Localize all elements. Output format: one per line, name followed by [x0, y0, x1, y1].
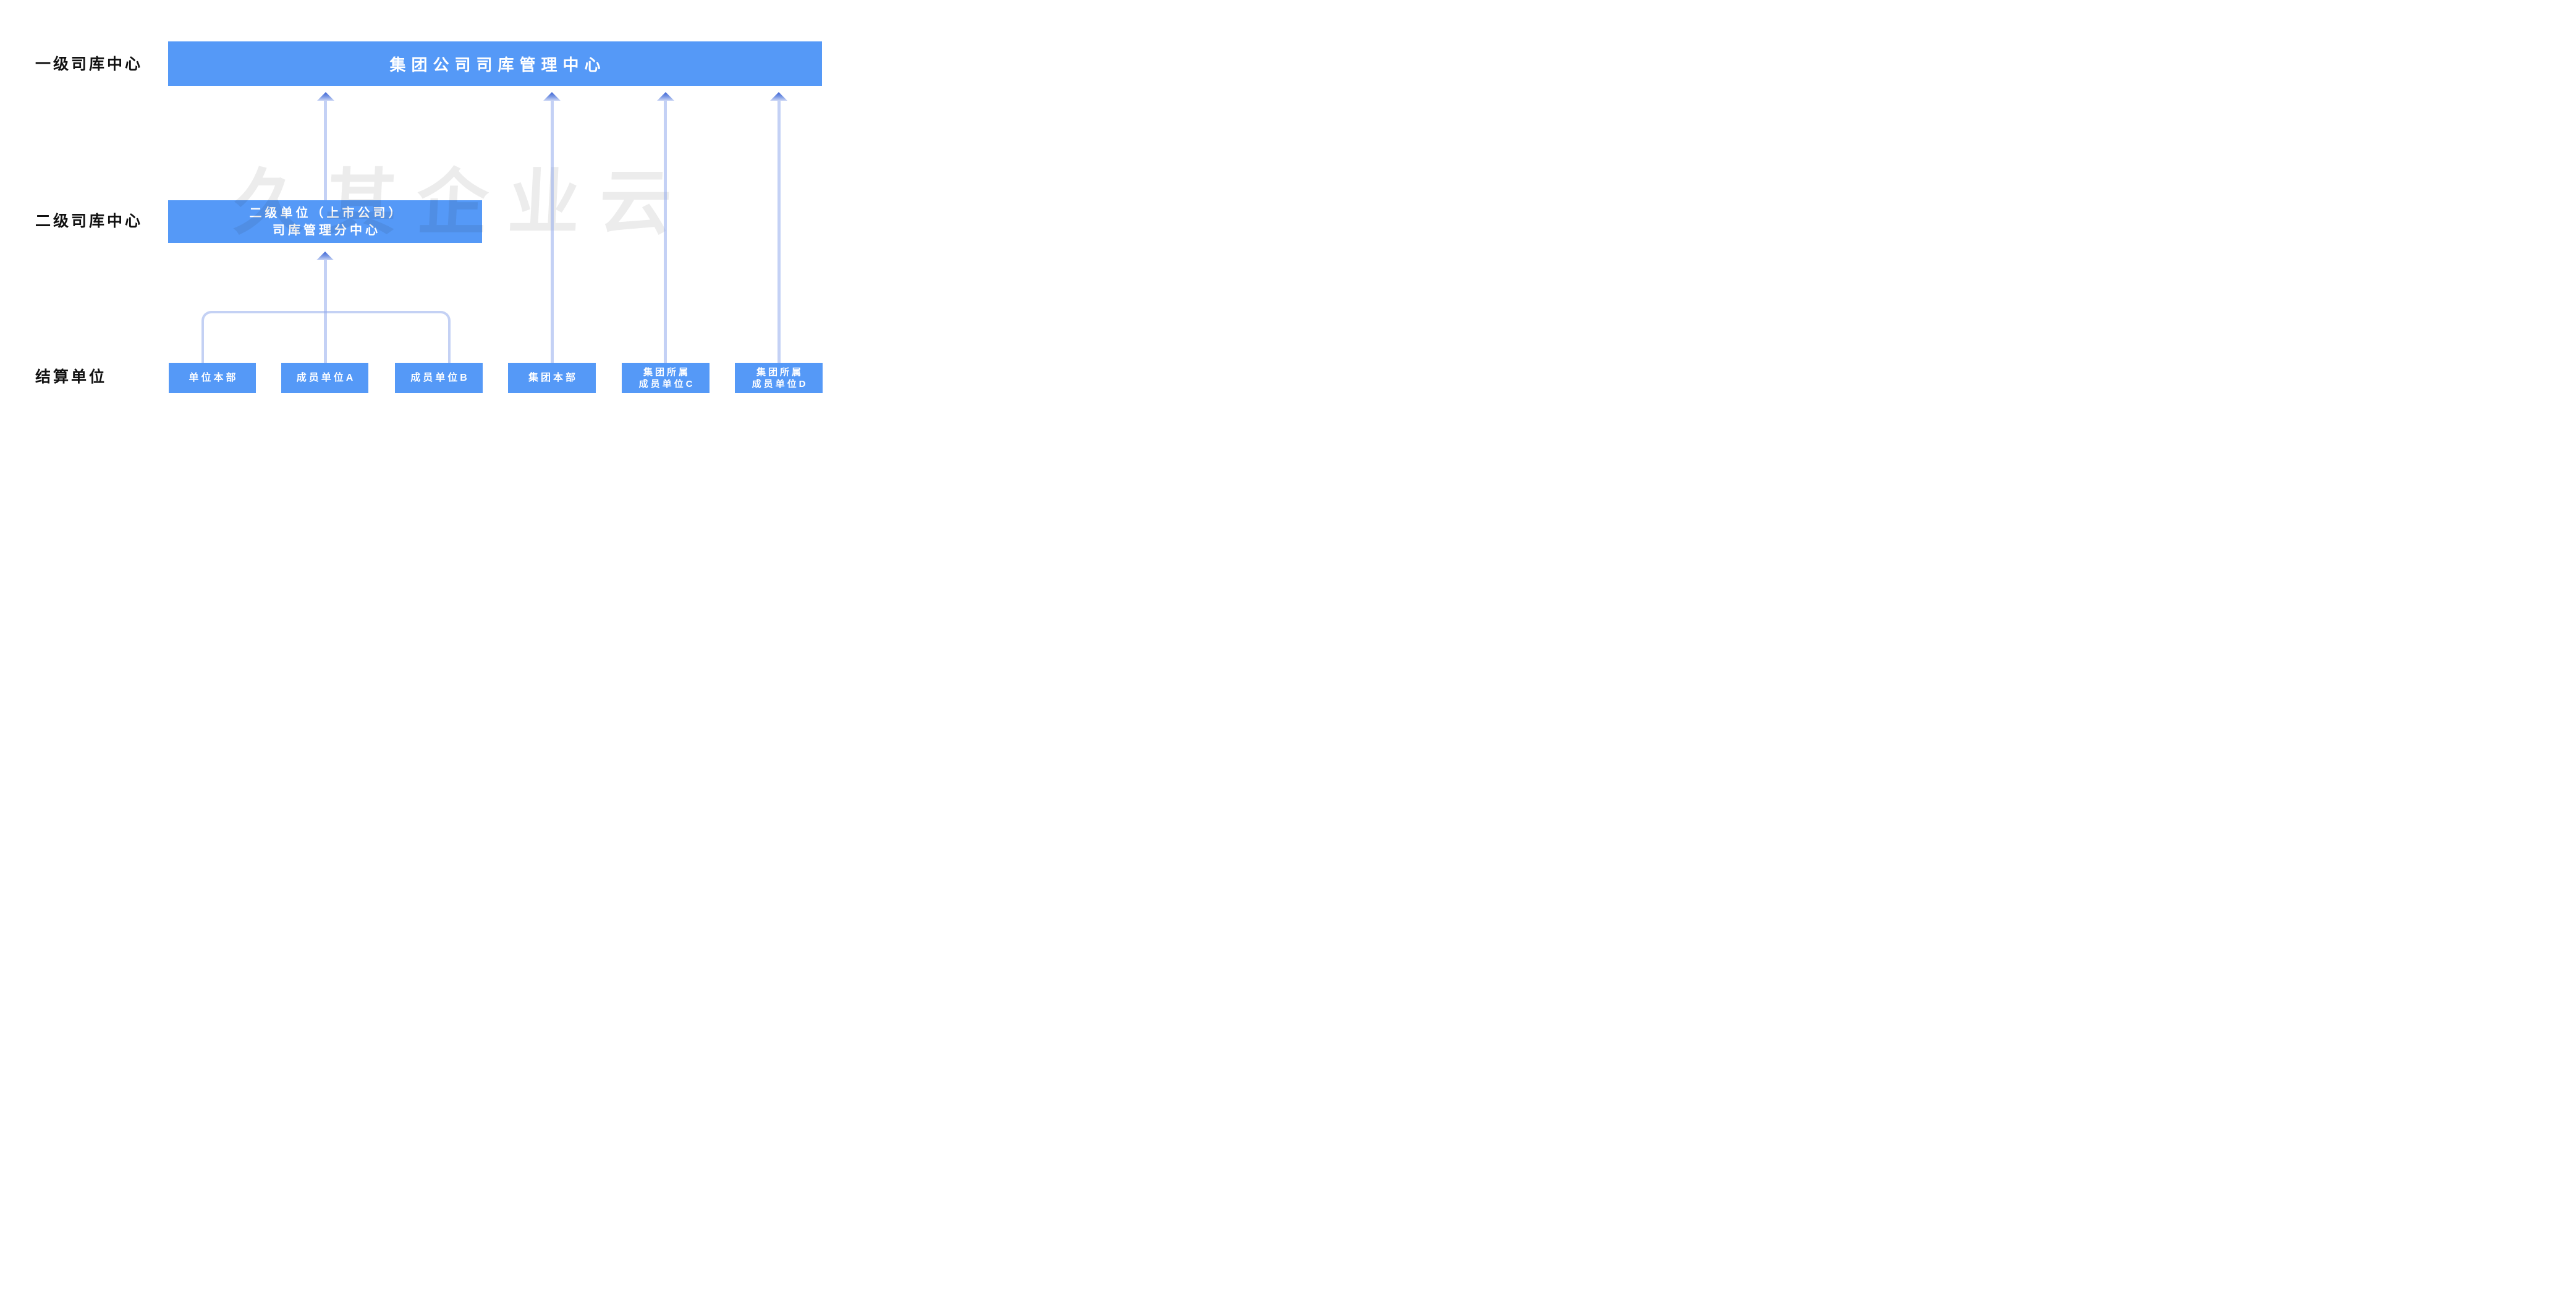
- tier-label-settlement-units: 结算单位: [35, 368, 108, 386]
- tier-label-level1-treasury-center: 一级司库中心: [35, 56, 143, 73]
- node-member-unit-b: 成员单位B: [395, 363, 483, 393]
- arrowhead-up-icon: [543, 92, 561, 101]
- node-unit-headquarters-label: 单位本部: [189, 373, 239, 383]
- arrow-shaft-member-unit-d-to-group-center: [777, 101, 781, 363]
- node-group-member-unit-c-line2: 成员单位C: [638, 378, 695, 389]
- node-group-member-unit-c: 集团所属 成员单位C: [622, 363, 710, 393]
- arrowhead-up-icon: [316, 252, 334, 260]
- node-group-member-unit-d-line1: 集团所属: [756, 366, 803, 378]
- node-group-headquarters-label: 集团本部: [528, 373, 578, 383]
- node-member-unit-a: 成员单位A: [281, 363, 368, 393]
- node-group-member-unit-d-line2: 成员单位D: [752, 378, 808, 389]
- node-group-headquarters: 集团本部: [508, 363, 596, 393]
- node-member-unit-a-label: 成员单位A: [296, 373, 356, 383]
- watermark-text: 久其企业云: [231, 164, 693, 244]
- arrowhead-up-icon: [770, 92, 787, 101]
- node-secondary-treasury-sub-center-line2: 司库管理分中心: [273, 223, 381, 237]
- arrowhead-up-icon: [657, 92, 674, 101]
- node-secondary-treasury-sub-center: 二级单位（上市公司） 司库管理分中心: [168, 200, 482, 243]
- arrow-shaft-group-hq-to-group-center: [551, 101, 554, 363]
- node-unit-headquarters: 单位本部: [169, 363, 256, 393]
- node-member-unit-b-label: 成员单位B: [410, 373, 470, 383]
- treasury-hierarchy-diagram: 一级司库中心 二级司库中心 结算单位 久其企业云 集团公司司库管理中心 二级单位…: [0, 0, 859, 436]
- node-group-treasury-management-center: 集团公司司库管理中心: [168, 41, 822, 86]
- node-group-treasury-management-center-label: 集团公司司库管理中心: [389, 55, 606, 74]
- arrowhead-up-icon: [317, 92, 334, 101]
- arrow-shaft-sub-center-to-group-center: [324, 101, 327, 200]
- node-group-member-unit-c-line1: 集团所属: [643, 366, 690, 378]
- arrow-shaft-units-to-sub-center: [324, 260, 327, 363]
- arrow-shaft-member-unit-c-to-group-center: [664, 101, 667, 363]
- node-group-member-unit-d: 集团所属 成员单位D: [735, 363, 823, 393]
- node-secondary-treasury-sub-center-line1: 二级单位（上市公司）: [249, 206, 404, 220]
- tier-label-level2-treasury-center: 二级司库中心: [35, 213, 143, 230]
